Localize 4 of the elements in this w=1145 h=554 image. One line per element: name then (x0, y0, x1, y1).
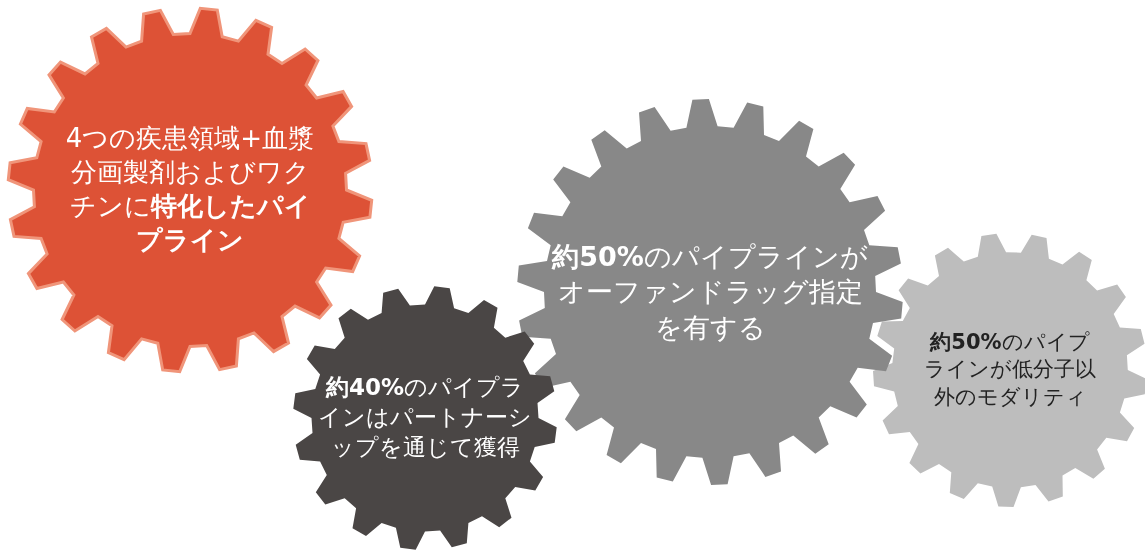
gear-label: 約50%のパイプラインがオーファンドラッグ指定を有する (550, 240, 869, 345)
gear-label: 約50%のパイプラインが低分子以外のモダリティ (923, 329, 1097, 411)
gear-label: 約40%のパイプラインはパートナーシップを通じて獲得 (317, 373, 533, 462)
gear-label: 4つの疾患領域+血漿分画製剤およびワクチンに特化したパイプライン (65, 122, 315, 257)
